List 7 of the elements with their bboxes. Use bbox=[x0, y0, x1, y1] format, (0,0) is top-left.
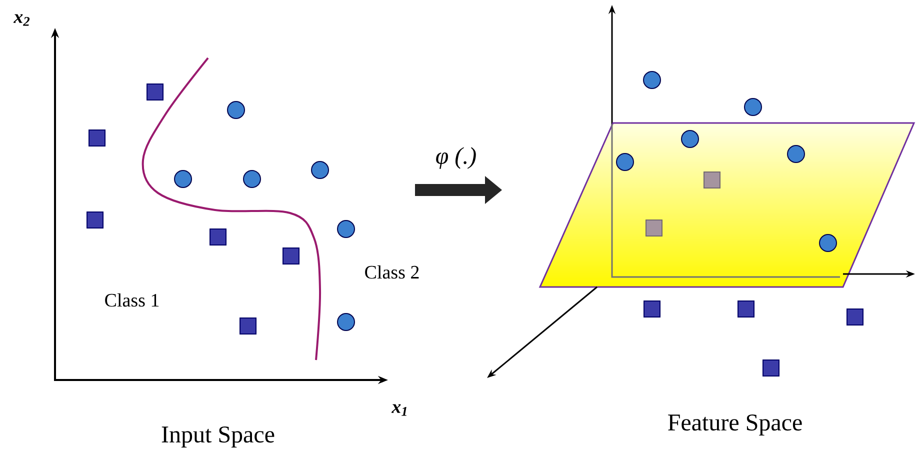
class-label: Class 1 bbox=[105, 293, 159, 307]
class-label: Class 2 bbox=[365, 265, 419, 279]
axis-label: x$_{1}$ bbox=[391, 404, 406, 416]
panel-title: Input Space bbox=[162, 426, 274, 448]
panel-title: Feature Space bbox=[668, 414, 802, 436]
axis-label: x$_{2}$ bbox=[13, 14, 30, 26]
arrow-label: φ (.) bbox=[436, 147, 476, 169]
